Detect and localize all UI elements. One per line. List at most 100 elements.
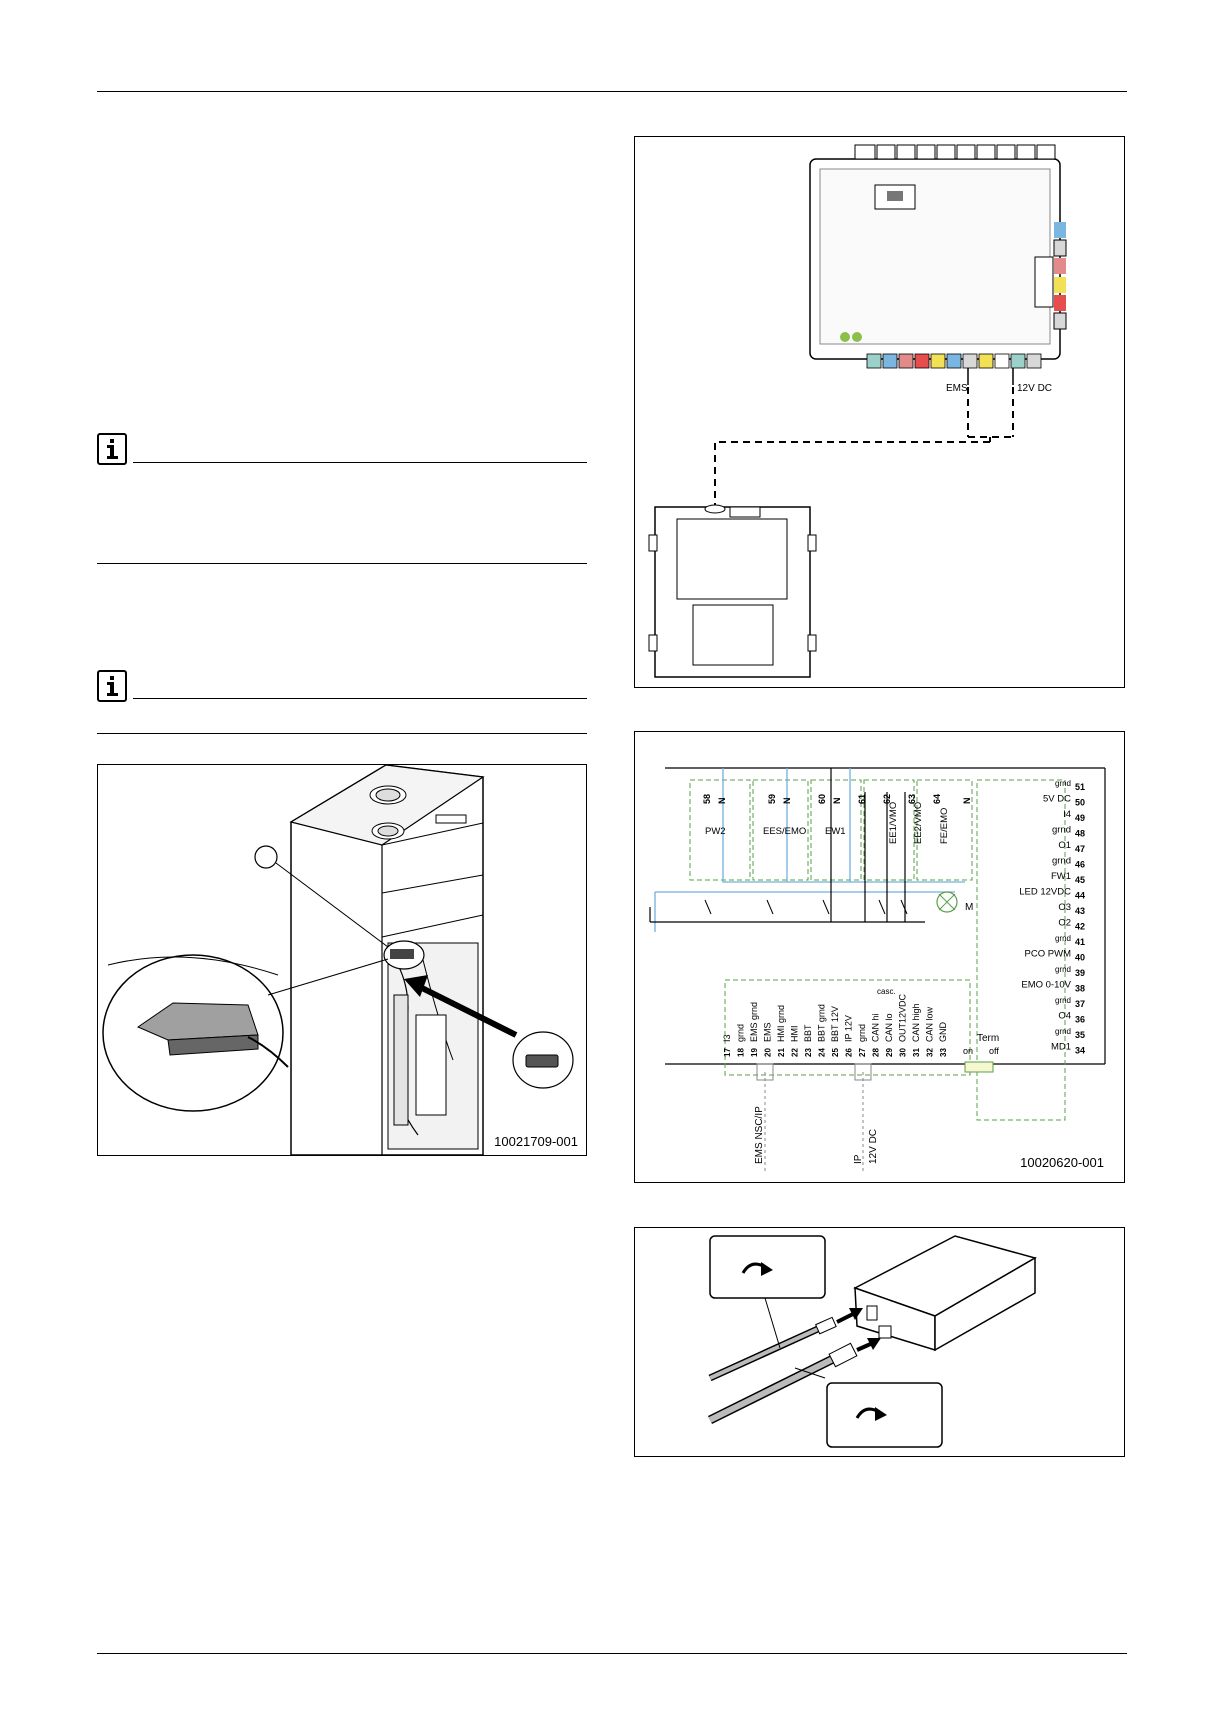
figure-terminal-diagram: M casc. Term on off EMS NSC/IP IP 12V DC…	[634, 731, 1125, 1183]
right-terminal-number: 34	[1075, 1046, 1085, 1056]
right-terminal-label: grnd	[1055, 1027, 1071, 1036]
off-label: off	[989, 1046, 999, 1056]
right-terminal-number: 40	[1075, 953, 1085, 963]
bottom-terminal-number: 31	[912, 1048, 921, 1057]
bottom-terminal-label: EMS	[763, 1022, 773, 1042]
right-terminal-label: EMO 0-10V	[1021, 980, 1071, 991]
top-terminal-number: 61	[857, 794, 867, 804]
ip-label: IP	[853, 1154, 864, 1164]
note-top-line	[133, 698, 587, 699]
bottom-terminal-number: 21	[777, 1048, 786, 1057]
right-terminal-label: O3	[1058, 902, 1071, 913]
right-terminal-number: 39	[1075, 968, 1085, 978]
top-group-label: EE2/VMO	[913, 802, 924, 844]
bottom-terminal-number: 33	[939, 1048, 948, 1057]
bottom-terminal-label: BBT grnd	[817, 1004, 827, 1042]
bottom-terminal-number: 32	[926, 1048, 935, 1057]
bottom-terminal-label: GND	[938, 1022, 948, 1043]
bottom-terminal-label: grnd	[736, 1024, 746, 1042]
right-terminal-number: 50	[1075, 798, 1085, 808]
on-label: on	[963, 1046, 973, 1056]
top-terminal-number: 58	[702, 794, 712, 804]
figure-id: 10020620-001	[1020, 1155, 1104, 1170]
right-terminal-label: grnd	[1052, 856, 1071, 867]
top-terminal-number: N	[832, 798, 842, 805]
note-bottom-line	[97, 563, 587, 564]
top-terminal-number: 59	[767, 794, 777, 804]
bottom-terminal-label: IP 12V	[844, 1015, 854, 1042]
right-terminal-label: grnd	[1052, 825, 1071, 836]
figure-wiring-overview: EMS 12V DC	[634, 136, 1125, 688]
ems-label: EMS	[946, 383, 968, 394]
figure-id: 10021709-001	[494, 1134, 578, 1149]
right-terminal-label: 5V DC	[1043, 794, 1071, 805]
right-terminal-number: 49	[1075, 813, 1085, 823]
right-terminal-number: 46	[1075, 860, 1085, 870]
bottom-terminal-number: 19	[750, 1048, 759, 1057]
top-group-label: EW1	[825, 826, 846, 837]
header-rule	[97, 91, 1127, 92]
bottom-terminal-label: BBT	[803, 1024, 813, 1042]
bottom-terminal-number: 26	[845, 1048, 854, 1057]
top-terminal-number: N	[962, 798, 972, 805]
ems-cable-label: EMS NSC/IP	[754, 1106, 765, 1164]
motor-label: M	[965, 902, 973, 913]
top-terminal-number: 62	[882, 794, 892, 804]
right-terminal-label: grnd	[1055, 934, 1071, 943]
top-group-label: EE1/VMO	[888, 802, 899, 844]
info-icon	[97, 433, 127, 465]
right-terminal-label: O2	[1058, 918, 1071, 929]
bottom-terminal-number: 22	[791, 1048, 800, 1057]
right-terminal-number: 51	[1075, 782, 1085, 792]
bottom-terminal-label: I3	[722, 1034, 732, 1042]
right-terminal-number: 38	[1075, 984, 1085, 994]
bottom-terminal-label: CAN high	[911, 1003, 921, 1042]
top-group-label: EES/EMO	[763, 826, 806, 837]
bottom-terminal-label: EMS grnd	[749, 1002, 759, 1042]
right-terminal-number: 44	[1075, 891, 1085, 901]
bottom-terminal-number: 24	[818, 1048, 827, 1057]
right-terminal-number: 45	[1075, 875, 1085, 885]
right-terminal-number: 36	[1075, 1015, 1085, 1025]
figure-gateway-plugs	[634, 1227, 1125, 1457]
bottom-terminal-number: 29	[885, 1048, 894, 1057]
bottom-terminal-number: 23	[804, 1048, 813, 1057]
footer-rule	[97, 1653, 1127, 1654]
top-terminal-number: 64	[932, 794, 942, 804]
dc-cable-label: 12V DC	[868, 1129, 879, 1164]
info-icon	[97, 670, 127, 702]
note-bottom-line	[97, 733, 587, 734]
right-terminal-number: 48	[1075, 829, 1085, 839]
right-terminal-number: 43	[1075, 906, 1085, 916]
right-terminal-number: 37	[1075, 999, 1085, 1009]
bottom-terminal-label: CAN lo	[884, 1013, 894, 1042]
top-terminal-number: N	[782, 798, 792, 805]
top-terminal-number: N	[717, 798, 727, 805]
bottom-terminal-number: 20	[764, 1048, 773, 1057]
right-terminal-label: grnd	[1055, 996, 1071, 1005]
right-terminal-label: MD1	[1051, 1042, 1071, 1053]
right-terminal-label: LED 12VDC	[1019, 887, 1071, 898]
bottom-terminal-number: 18	[737, 1048, 746, 1057]
casc-label: casc.	[877, 987, 896, 996]
bottom-terminal-label: CAN low	[925, 1006, 935, 1042]
bottom-terminal-number: 27	[858, 1048, 867, 1057]
bottom-terminal-label: HMI	[790, 1026, 800, 1043]
figure-cabinet: 10021709-001	[97, 764, 587, 1156]
bottom-terminal-number: 30	[899, 1048, 908, 1057]
bottom-terminal-label: OUT12VDC	[898, 993, 908, 1042]
term-label: Term	[977, 1033, 999, 1044]
top-terminal-number: 63	[907, 794, 917, 804]
bottom-terminal-label: grnd	[857, 1024, 867, 1042]
right-terminal-label: grnd	[1055, 779, 1071, 788]
right-terminal-number: 47	[1075, 844, 1085, 854]
right-terminal-number: 42	[1075, 922, 1085, 932]
right-terminal-number: 41	[1075, 937, 1085, 947]
right-terminal-label: grnd	[1055, 965, 1071, 974]
bottom-terminal-number: 28	[872, 1048, 881, 1057]
dc-label: 12V DC	[1017, 383, 1052, 394]
right-terminal-number: 35	[1075, 1030, 1085, 1040]
bottom-terminal-label: CAN hi	[871, 1013, 881, 1042]
right-terminal-label: O1	[1058, 840, 1071, 851]
note-top-line	[133, 462, 587, 463]
